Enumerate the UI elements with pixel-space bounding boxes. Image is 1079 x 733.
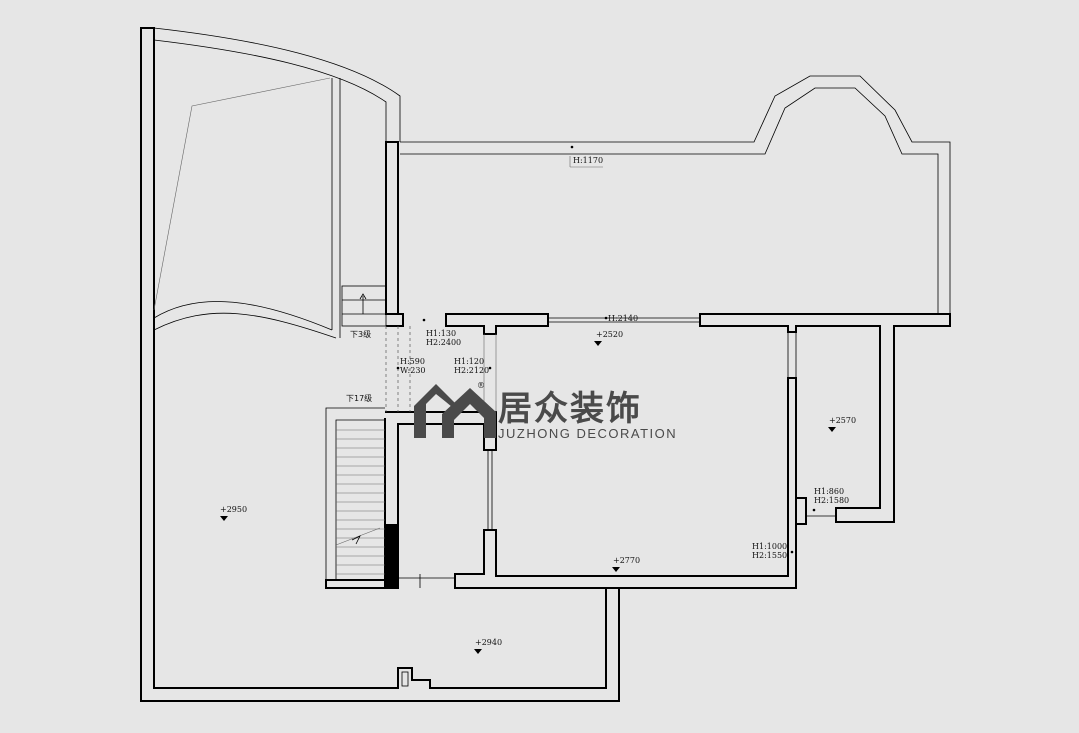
top-room-walls — [385, 75, 951, 523]
annotations: H:1170 H:2140 +2520 下3级 H1:130 H2:2400 H… — [220, 156, 856, 647]
opening-note-w-230: W:230 — [400, 366, 426, 375]
opening-note-h1-120: H1:120 — [454, 357, 484, 366]
height-note-1170: H:1170 — [573, 156, 603, 165]
window-note-h1-860: H1:860 — [814, 487, 844, 496]
company-logo: 居众装饰 JUZHONG DECORATION ® — [414, 381, 677, 441]
height-note-2140: H:2140 — [608, 314, 638, 323]
level-2950: +2950 — [220, 505, 247, 514]
outer-walls — [140, 27, 620, 702]
house-mark-icon-2 — [442, 388, 496, 438]
opening-note-h-590: H:590 — [400, 357, 425, 366]
level-2570: +2570 — [829, 416, 856, 425]
stair-note-down-3: 下3级 — [350, 329, 371, 339]
window-note-h2-1580: H2:1580 — [814, 496, 849, 505]
openings — [385, 326, 497, 412]
window-note-h1-1000: H1:1000 — [752, 542, 787, 551]
house-mark-icon — [414, 384, 458, 438]
logo-text-cn: 居众装饰 — [498, 389, 642, 429]
window-note-h2-1550: H2:1550 — [752, 551, 787, 560]
stair-note-down-17: 下17级 — [346, 393, 372, 403]
curved-balcony — [153, 27, 401, 339]
opening-note-h2-2120: H2:2120 — [454, 366, 489, 375]
stairs — [325, 285, 387, 580]
level-2940: +2940 — [475, 638, 502, 647]
logo-text-en: JUZHONG DECORATION — [498, 426, 677, 441]
level-2770: +2770 — [613, 556, 640, 565]
opening-note-h2-2400: H2:2400 — [426, 338, 461, 347]
level-2520: +2520 — [596, 330, 623, 339]
markers — [220, 145, 836, 654]
opening-note-h1-130: H1:130 — [426, 329, 456, 338]
registered-mark: ® — [477, 381, 485, 390]
